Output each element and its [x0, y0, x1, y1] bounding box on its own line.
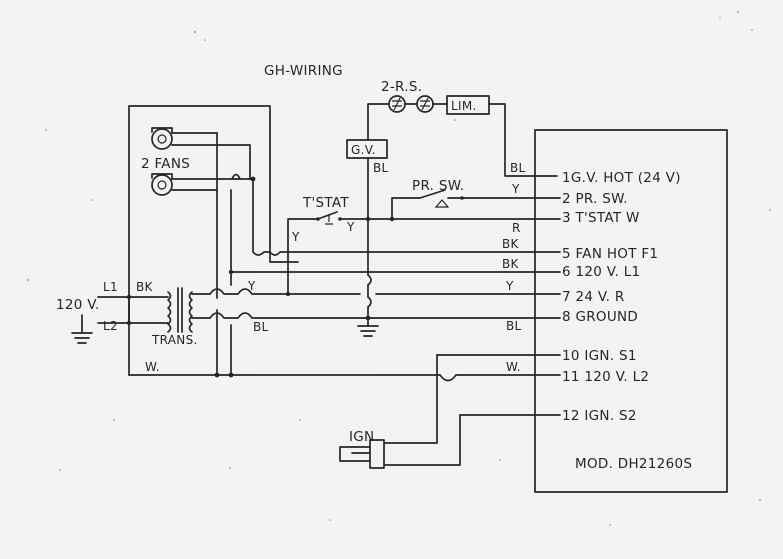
line-input: 120 V. L1 L2 BK TRANS.: [56, 280, 198, 347]
line2-label: L2: [103, 319, 118, 333]
earth-ground-icon: [71, 314, 93, 344]
transformer-label: TRANS.: [151, 333, 198, 347]
wire-bl-left-label: BL: [253, 320, 269, 334]
wire-y-prsw-label: Y: [511, 182, 520, 196]
pressure-switch: PR. SW. Y: [389, 178, 561, 222]
wire-y-24v-label: Y: [505, 279, 514, 293]
neutral-bus: W. W.: [128, 105, 561, 382]
terminal-11-label: 11 120 V. L2: [562, 369, 649, 385]
rollout-switches-label: 2-R.S.: [381, 79, 422, 95]
wire-y-vertical-label: Y: [291, 230, 300, 244]
terminal-2-label: 2 PR. SW.: [562, 191, 628, 207]
terminal-5-label: 5 FAN HOT F1: [562, 246, 658, 262]
fans-label: 2 FANS: [141, 156, 190, 172]
wire-bl-ground-label: BL: [506, 319, 522, 333]
control-board: MOD. DH21260S: [534, 129, 728, 493]
igniter: IGN.: [339, 354, 561, 469]
terminal-3-label: 3 T'STAT W: [562, 210, 640, 226]
terminal-7-label: 7 24 V. R: [562, 289, 625, 305]
terminal-10-label: 10 IGN. S1: [562, 348, 637, 364]
igniter-plug-icon: [369, 439, 385, 469]
thermostat-label: T'STAT: [302, 195, 349, 211]
pressure-switch-label: PR. SW.: [412, 178, 464, 194]
thermostat-switch-icon: [317, 211, 338, 220]
wire-bk-fan-label: BK: [502, 237, 520, 251]
fan-2-icon: [151, 173, 173, 196]
terminal-12-label: 12 IGN. S2: [562, 408, 637, 424]
terminal-1-label: 1G.V. HOT (24 V): [562, 170, 681, 186]
wire-w-l2-label: W.: [506, 360, 521, 374]
transformer-icon: [167, 287, 193, 333]
gas-valve: G.V. BL: [346, 139, 389, 337]
wire-bk-120-label: BK: [502, 257, 520, 271]
gas-valve-box: [346, 139, 388, 159]
fan-1-icon: [151, 127, 173, 150]
wire-bk-left-label: BK: [136, 280, 154, 294]
transformer-outputs: Y BL Y BL: [191, 279, 561, 334]
diagram-title: GH-WIRING: [264, 63, 343, 79]
fan-assembly: 2 FANS: [141, 127, 561, 256]
pressure-switch-contact-icon: [419, 189, 446, 199]
terminal-6-label: 6 120 V. L1: [562, 264, 640, 280]
limit-switch-box: [446, 95, 490, 115]
wire-w-left-label: W.: [145, 360, 160, 374]
gas-valve-wire-label: BL: [373, 161, 389, 175]
thermostat-wire-label: Y: [346, 220, 355, 234]
chassis-ground-icon: [357, 325, 379, 337]
line-120-l1: BK BK: [228, 237, 561, 275]
wire-r-tstat-label: R: [512, 221, 521, 235]
thermostat: T'STAT Y Y R: [285, 195, 561, 297]
wire-bl-gv-hot-label: BL: [510, 161, 526, 175]
terminal-8-label: 8 GROUND: [562, 309, 638, 325]
supply-voltage-label: 120 V.: [56, 297, 100, 313]
igniter-label: IGN.: [349, 429, 379, 445]
board-terminals: 1G.V. HOT (24 V) 2 PR. SW. 3 T'STAT W 5 …: [562, 170, 681, 424]
scan-noise: [27, 11, 771, 526]
board-model-label: MOD. DH21260S: [575, 456, 692, 472]
limit-switch-label: LIM.: [451, 99, 477, 113]
gas-valve-label: G.V.: [351, 143, 376, 157]
line1-label: L1: [103, 280, 118, 294]
wire-y-left-label: Y: [247, 279, 256, 293]
rollout-switch-circuit: 2-R.S. LIM. BL: [367, 79, 558, 177]
